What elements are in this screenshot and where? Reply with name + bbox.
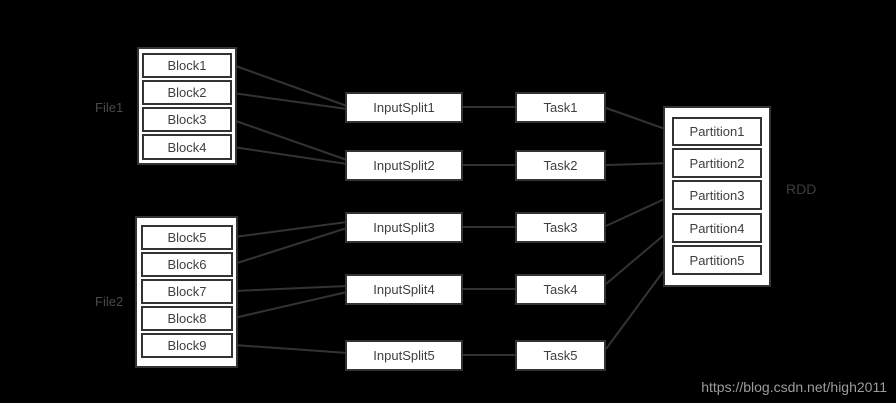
- edge-line: [605, 107, 672, 132]
- edge-line: [233, 344, 349, 354]
- edge-line: [233, 291, 348, 319]
- block-node: Block1: [142, 53, 232, 78]
- edge-line: [605, 162, 672, 166]
- edge-line: [605, 228, 672, 285]
- edge-line: [605, 260, 672, 350]
- block-node: Block9: [141, 333, 233, 358]
- edge-line: [232, 64, 348, 107]
- block-node: Block7: [141, 279, 233, 304]
- block-node: Block3: [142, 107, 232, 132]
- file1-container: Block1 Block2 Block3 Block4: [137, 47, 237, 165]
- task-node: Task1: [515, 92, 606, 123]
- partition-node: Partition1: [672, 117, 762, 146]
- inputsplit-node: InputSplit1: [345, 92, 463, 123]
- task-node: Task4: [515, 274, 606, 305]
- partition-node: Partition5: [672, 245, 762, 275]
- partition-node: Partition4: [672, 213, 762, 243]
- task-node: Task2: [515, 150, 606, 181]
- watermark-url: https://blog.csdn.net/high2011: [701, 379, 887, 395]
- edge-line: [605, 195, 672, 227]
- partition-node: Partition3: [672, 180, 762, 210]
- block-node: Block5: [141, 225, 233, 250]
- block-node: Block8: [141, 306, 233, 331]
- file1-label: File1: [95, 100, 124, 115]
- edge-line: [233, 285, 348, 292]
- file2-label: File2: [95, 294, 124, 309]
- inputsplit-node: InputSplit4: [345, 274, 463, 305]
- rdd-container: Partition1 Partition2 Partition3 Partiti…: [663, 106, 771, 287]
- edge-line: [233, 221, 348, 238]
- task-node: Task5: [515, 340, 606, 371]
- edge-line: [232, 119, 348, 161]
- edge-line: [233, 227, 348, 265]
- inputsplit-node: InputSplit3: [345, 212, 463, 243]
- file2-container: Block5 Block6 Block7 Block8 Block9: [135, 216, 238, 368]
- inputsplit-node: InputSplit5: [345, 340, 463, 371]
- block-node: Block2: [142, 80, 232, 105]
- partition-node: Partition2: [672, 148, 762, 178]
- rdd-label: RDD: [786, 181, 817, 197]
- block-node: Block6: [141, 252, 233, 277]
- inputsplit-node: InputSplit2: [345, 150, 463, 181]
- task-node: Task3: [515, 212, 606, 243]
- block-node: Block4: [142, 134, 232, 160]
- edge-line: [232, 92, 348, 110]
- edge-line: [232, 146, 348, 165]
